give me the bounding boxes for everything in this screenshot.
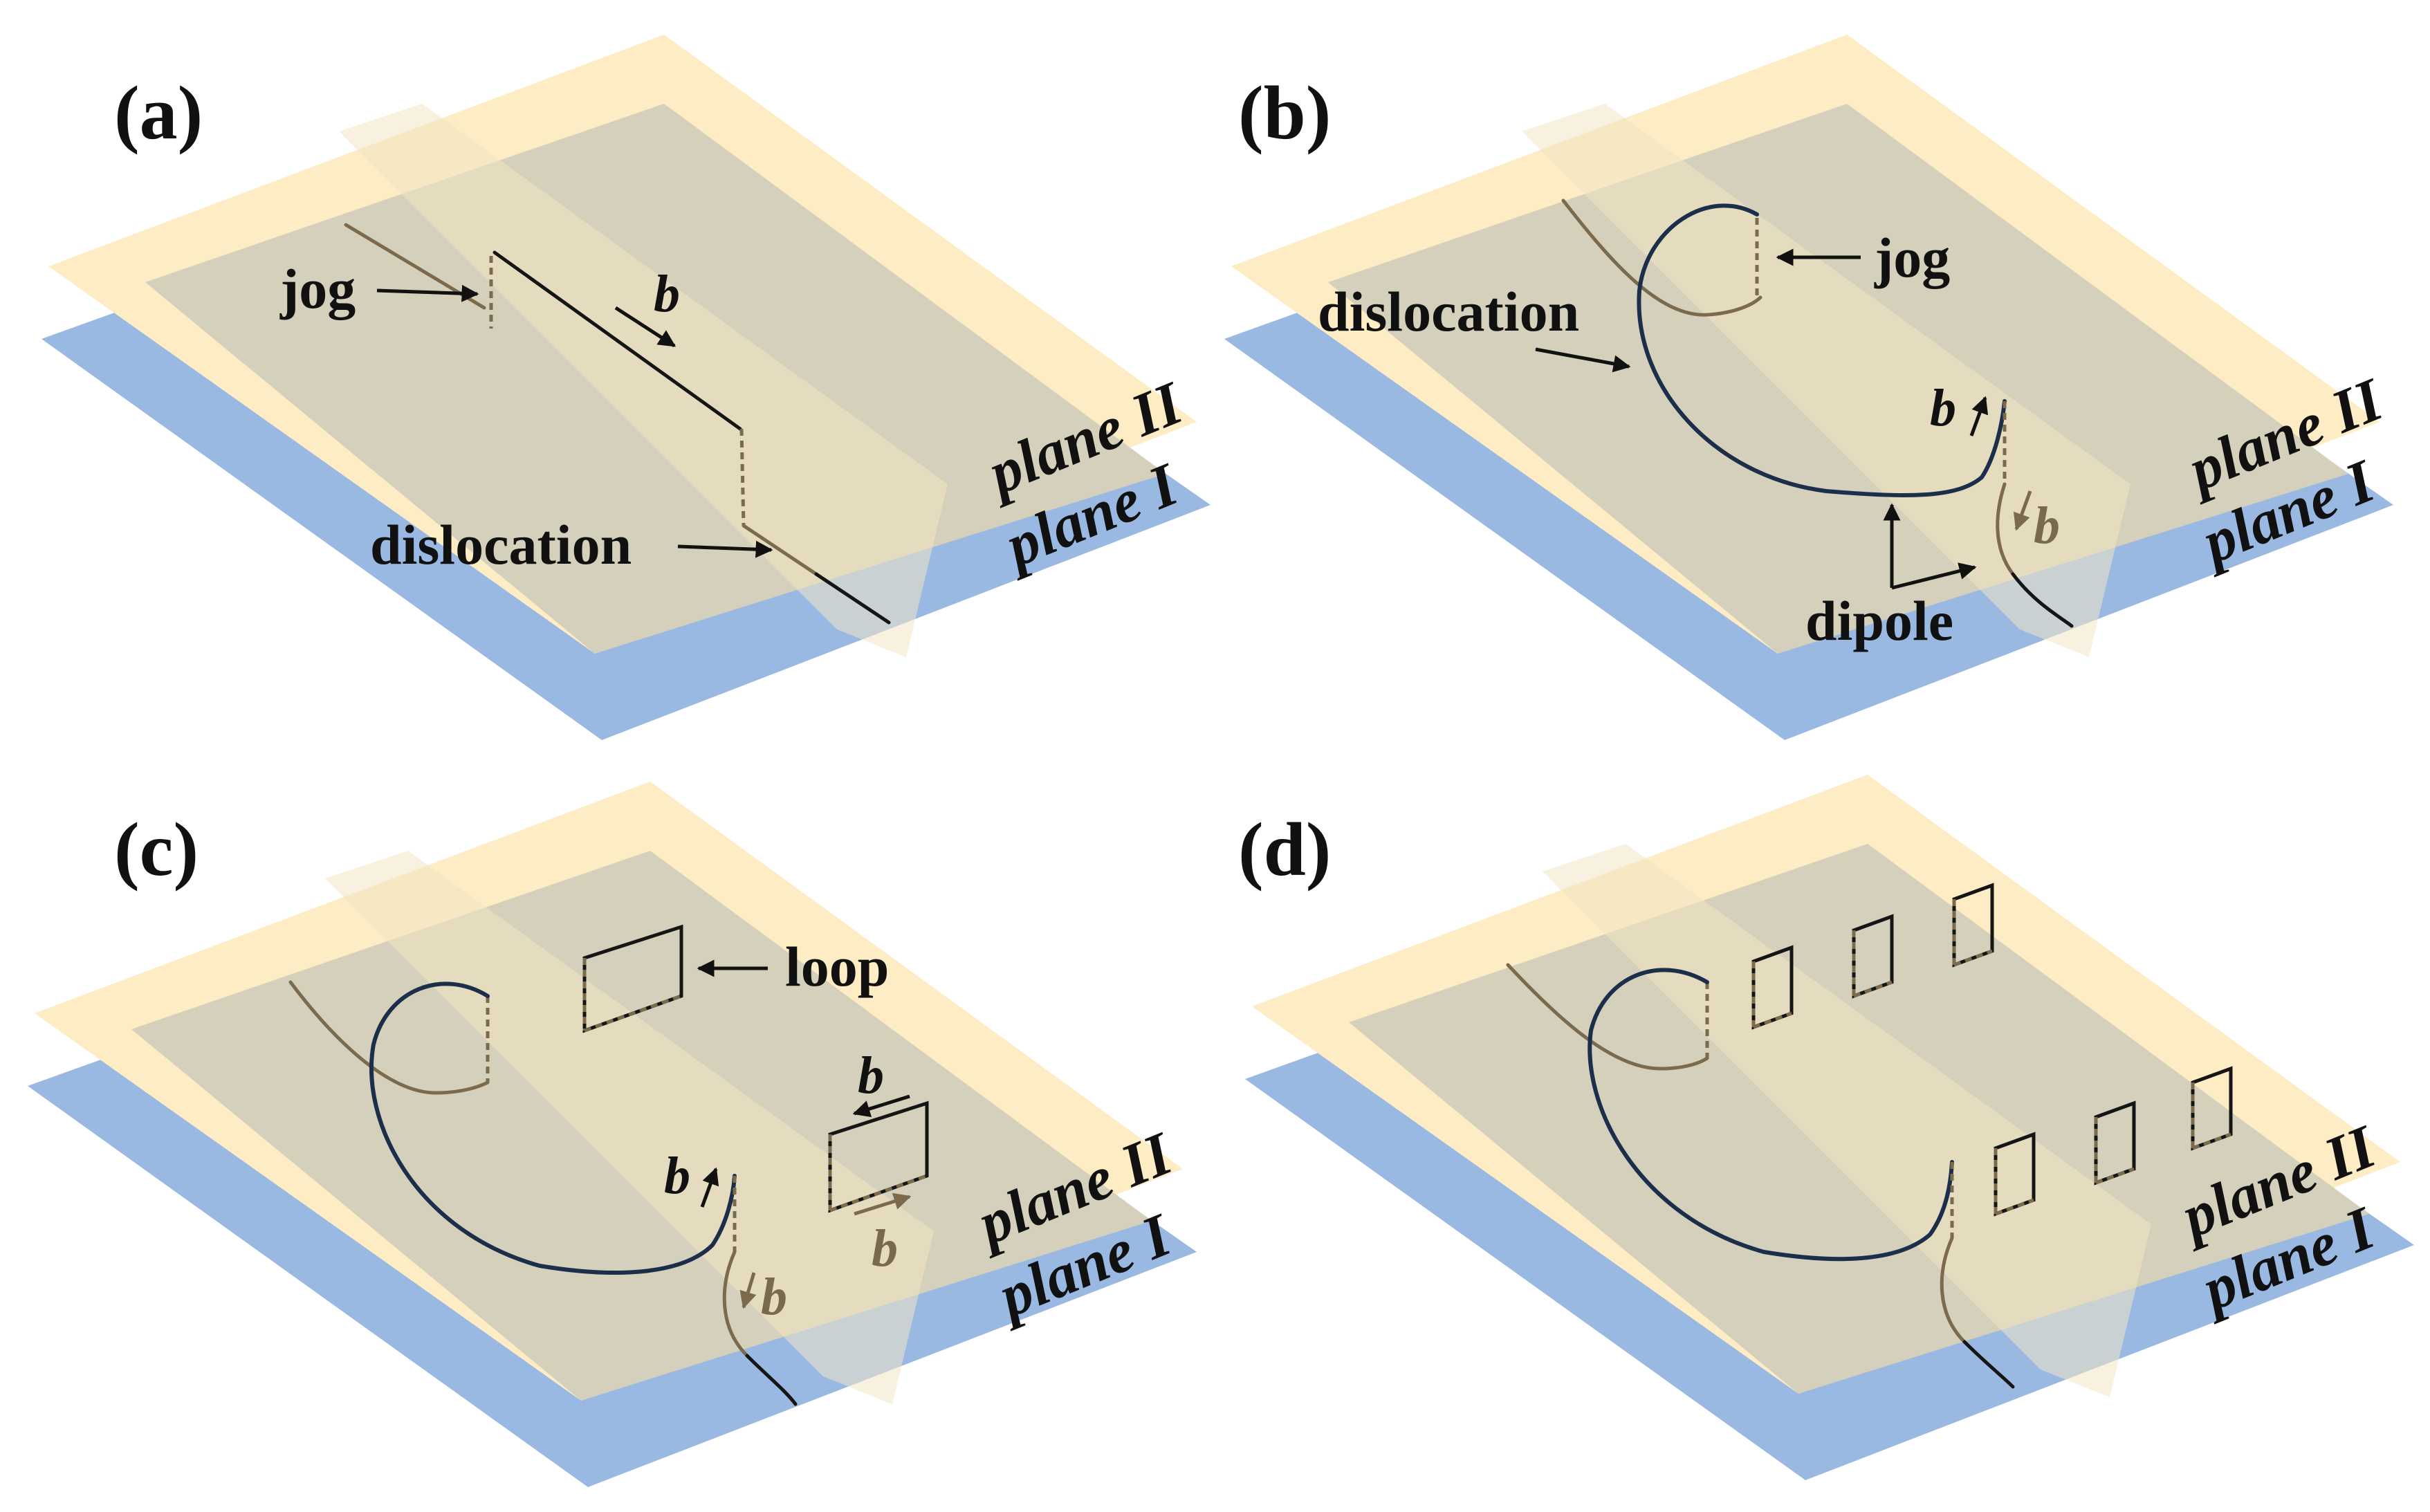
loop-row-upper-d — [1751, 883, 1994, 1030]
dipole-label-b: dipole — [1805, 589, 1953, 652]
loop-row-lower-d — [1994, 1066, 2233, 1217]
panel-d-label: (d) — [1238, 807, 1331, 892]
panel-d: (d) — [1238, 775, 2414, 1480]
jog-label-b: jog — [1874, 226, 1950, 289]
burgers-arrow-a — [614, 306, 676, 348]
burgers-label-c-loop-bottom: b — [872, 1219, 898, 1278]
panel-b-label: (b) — [1238, 71, 1331, 155]
panel-c-label: (c) — [114, 807, 199, 892]
panel-a: (a) jog b dislocation plane II plane I — [42, 35, 1211, 740]
burgers-label-b-top: b — [1930, 379, 1956, 437]
burgers-label-c-loop-top: b — [858, 1047, 884, 1105]
loop-with-b-c — [828, 1100, 929, 1213]
dislocation-label-a: dislocation — [370, 513, 632, 576]
burgers-label-c-top: b — [664, 1147, 690, 1205]
burgers-label-a: b — [654, 265, 680, 323]
dislocation-label-b: dislocation — [1318, 280, 1579, 343]
panel-c: (c) loop b b b b plane II — [28, 782, 1197, 1487]
burgers-label-b-bottom: b — [2034, 497, 2060, 555]
panel-b: (b) jog dislocation b b dipole plane II … — [1224, 35, 2393, 740]
burgers-label-c-bottom: b — [761, 1268, 787, 1326]
prismatic-loop-c — [582, 924, 683, 1033]
jog-label-a: jog — [279, 257, 356, 320]
loop-label-c: loop — [785, 935, 889, 998]
panel-a-label: (a) — [114, 71, 203, 155]
